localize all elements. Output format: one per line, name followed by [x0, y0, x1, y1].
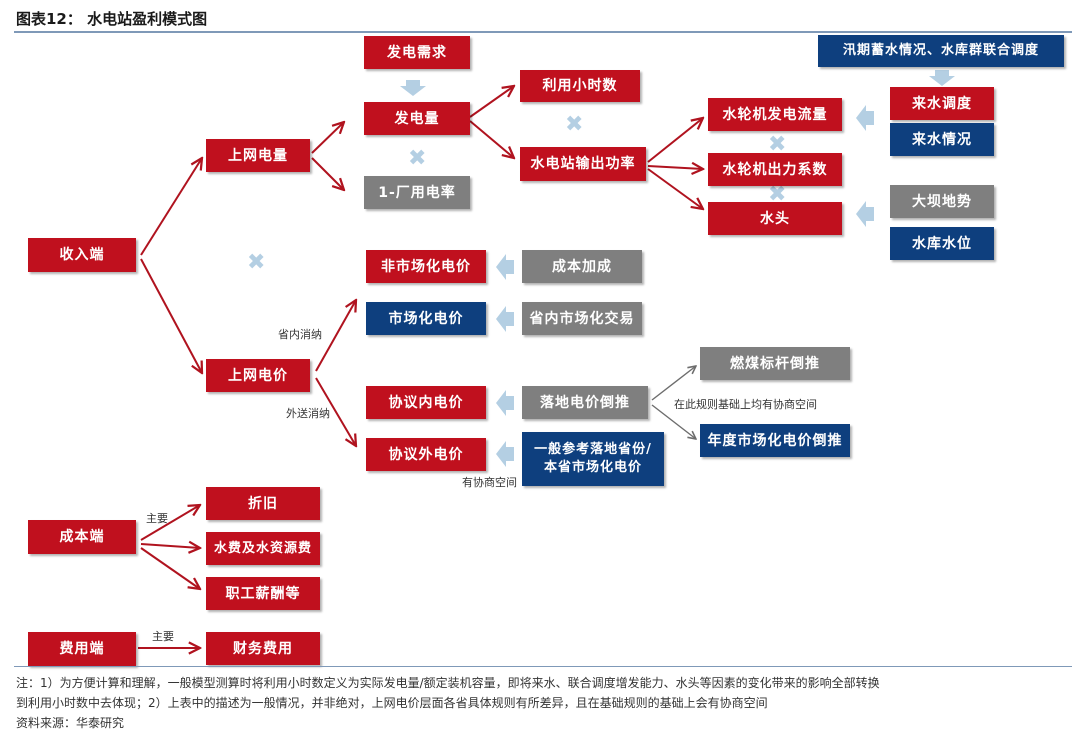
- agreed-in-price-box: 协议内电价: [366, 386, 486, 419]
- turbine-coef-box: 水轮机出力系数: [708, 153, 842, 186]
- salary-box: 职工薪酬等: [206, 577, 320, 610]
- head-box: 水头: [708, 202, 842, 235]
- arrow-terrain-head: [856, 201, 874, 227]
- cost-box: 成本端: [28, 520, 136, 554]
- multiply-icon: ✖: [565, 112, 584, 137]
- in-province-note: 省内消纳: [278, 328, 322, 341]
- link-power-head: [647, 168, 703, 209]
- multiply-icon: ✖: [408, 146, 427, 171]
- link-cost-salary: [140, 547, 200, 589]
- provincial-trade-box: 省内市场化交易: [522, 302, 642, 335]
- source-note: 资料来源：华泰研究: [16, 716, 125, 730]
- arrow-demand-gen: [400, 80, 426, 96]
- link-revenue-price: [140, 258, 202, 373]
- reference-price-line1: 一般参考落地省份/: [534, 442, 652, 457]
- arrow-flood-dispatch: [929, 70, 955, 86]
- footnote-line2: 到利用小时数中去体现；2）上表中的描述为一般情况，并非绝对，上网电价层面各省具体…: [16, 696, 768, 710]
- footnote-line1: 注：1）为方便计算和理解，一般模型测算时将利用小时数定义为实际发电量/额定装机容…: [16, 676, 880, 690]
- title-rule: [14, 31, 1072, 33]
- annual-market-backcalc-box: 年度市场化电价倒推: [700, 424, 850, 457]
- link-revenue-energy: [140, 158, 202, 256]
- link-power-flow: [647, 118, 703, 163]
- main-expense-note: 主要: [152, 630, 174, 643]
- grid-energy-box: 上网电量: [206, 139, 310, 172]
- link-energy-generation: [311, 122, 344, 154]
- turbine-flow-box: 水轮机发电流量: [708, 98, 842, 131]
- link-price-agreed: [315, 377, 356, 446]
- link-cost-depr: [140, 505, 200, 541]
- dam-terrain-box: 大坝地势: [890, 185, 994, 218]
- agreed-out-price-box: 协议外电价: [366, 438, 486, 471]
- reference-price-line2: 本省市场化电价: [543, 460, 642, 475]
- link-gen-power: [469, 120, 514, 158]
- negotiation-basis-note: 在此规则基础上均有协商空间: [674, 398, 817, 411]
- reference-price-box: 一般参考落地省份/ 本省市场化电价: [522, 432, 664, 486]
- arrow-ref-outprice: [496, 441, 514, 467]
- negotiation-note: 有协商空间: [462, 476, 517, 489]
- footer-rule: [14, 666, 1072, 667]
- station-power-box: 水电站输出功率: [520, 147, 646, 181]
- non-market-price-box: 非市场化电价: [366, 250, 486, 283]
- market-price-box: 市场化电价: [366, 302, 486, 335]
- landing-backcalc-box: 落地电价倒推: [522, 386, 648, 419]
- utilization-hours-box: 利用小时数: [520, 70, 640, 102]
- multiply-icon: ✖: [247, 250, 266, 275]
- arrow-dispatch-flow: [856, 105, 874, 131]
- link-power-coef: [647, 166, 703, 169]
- link-landing-annual: [651, 404, 696, 439]
- self-use-box: 1-厂用电率: [364, 176, 470, 209]
- depreciation-box: 折旧: [206, 487, 320, 520]
- demand-box: 发电需求: [364, 36, 470, 69]
- figure-title: 图表12： 水电站盈利模式图: [16, 10, 208, 28]
- arrow-landing-agreed: [496, 390, 514, 416]
- link-energy-selfuse: [311, 157, 344, 190]
- grid-price-box: 上网电价: [206, 359, 310, 392]
- flood-storage-box: 汛期蓄水情况、水库群联合调度: [818, 35, 1064, 67]
- out-province-note: 外送消纳: [286, 407, 330, 420]
- generation-box: 发电量: [364, 102, 470, 135]
- reservoir-level-box: 水库水位: [890, 227, 994, 260]
- link-price-market: [315, 300, 356, 372]
- expense-box: 费用端: [28, 632, 136, 666]
- finance-cost-box: 财务费用: [206, 632, 320, 665]
- cost-plus-box: 成本加成: [522, 250, 642, 283]
- revenue-box: 收入端: [28, 238, 136, 272]
- link-landing-coal: [651, 366, 696, 401]
- water-fee-box: 水费及水资源费: [206, 532, 320, 565]
- multiply-icon: ✖: [768, 132, 787, 157]
- link-gen-hours: [469, 86, 514, 118]
- arrow-cost-nonmarket: [496, 254, 514, 280]
- coal-benchmark-box: 燃煤标杆倒推: [700, 347, 850, 380]
- inflow-dispatch-box: 来水调度: [890, 87, 994, 120]
- link-cost-water: [140, 544, 200, 548]
- multiply-icon: ✖: [768, 182, 787, 207]
- inflow-box: 来水情况: [890, 123, 994, 156]
- arrow-trade-market: [496, 306, 514, 332]
- main-cost-note: 主要: [146, 512, 168, 525]
